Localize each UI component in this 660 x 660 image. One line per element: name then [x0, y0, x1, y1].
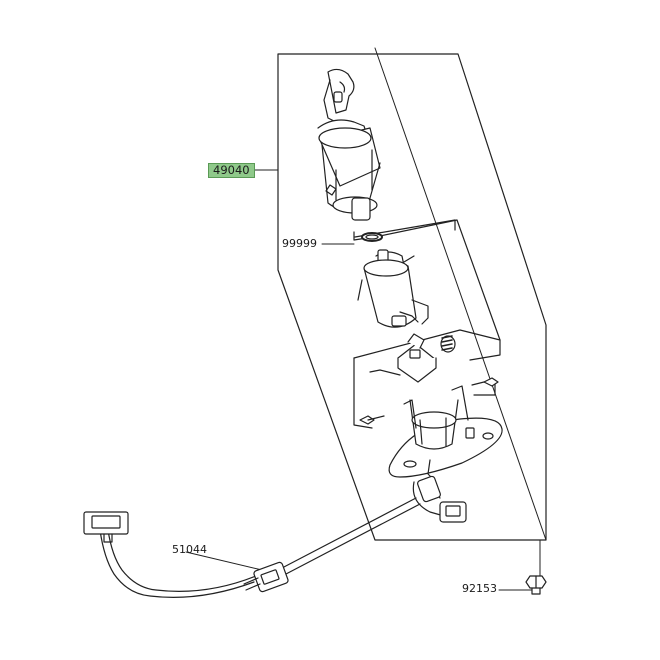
fuel-pump-motor [357, 249, 429, 328]
part-label-99999[interactable]: 99999 [282, 237, 317, 250]
pump-top-assembly [317, 68, 381, 221]
part-label-49040[interactable]: 49040 [208, 163, 255, 178]
pressure-fitting [397, 333, 437, 383]
wiring-harness [83, 497, 421, 598]
internal-lead [412, 475, 467, 523]
o-ring [361, 232, 383, 242]
assembly-outline [277, 47, 547, 541]
pump-flange-base [388, 385, 503, 481]
bolts [359, 377, 499, 425]
sub-assembly-outline [353, 219, 501, 429]
part-label-92153[interactable]: 92153 [462, 582, 497, 595]
part-label-51044[interactable]: 51044 [172, 543, 207, 556]
connector-left [83, 511, 129, 543]
flange-bolt [525, 575, 547, 595]
leader-lines [185, 169, 541, 591]
seal-spring [440, 335, 456, 353]
connector-right [243, 561, 289, 593]
